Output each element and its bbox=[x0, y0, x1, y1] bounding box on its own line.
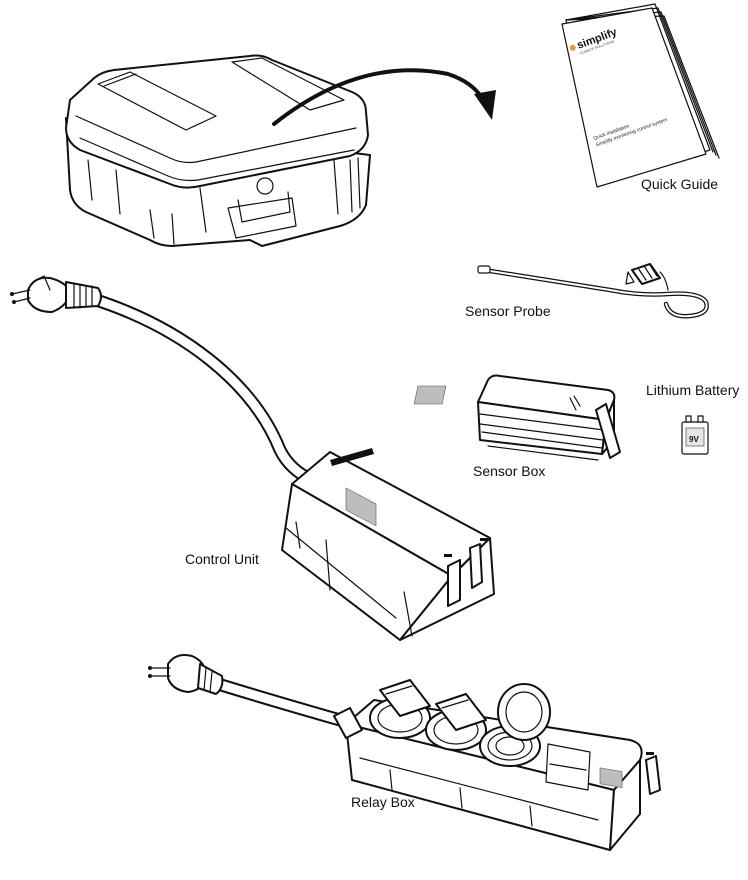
probe-icon bbox=[477, 263, 709, 319]
socket-icon bbox=[369, 679, 431, 739]
socket-icon bbox=[479, 683, 551, 767]
power-plug-icon bbox=[10, 275, 102, 313]
battery-voltage: 9V bbox=[689, 435, 699, 444]
power-plug-icon bbox=[148, 654, 224, 695]
battery-icon: 9V bbox=[681, 415, 709, 455]
label-lithium-battery: Lithium Battery bbox=[646, 382, 740, 398]
label-sensor-probe: Sensor Probe bbox=[465, 303, 551, 319]
antenna-icon bbox=[645, 752, 661, 795]
label-relay-box: Relay Box bbox=[351, 794, 415, 810]
case-icon bbox=[65, 54, 371, 247]
label-quick-guide: Quick Guide bbox=[641, 176, 719, 192]
relay-box-icon bbox=[148, 654, 661, 851]
sensor-box-icon bbox=[413, 374, 621, 461]
antenna-icon bbox=[447, 543, 483, 607]
label-sensor-box: Sensor Box bbox=[473, 463, 546, 479]
arrow-icon bbox=[272, 68, 496, 126]
guide-booklet-icon: simplify CLIMATE SOLUTIONS Quick install… bbox=[561, 3, 720, 188]
control-unit-icon bbox=[10, 275, 495, 641]
label-control-unit: Control Unit bbox=[185, 551, 259, 567]
socket-icon bbox=[425, 693, 487, 751]
